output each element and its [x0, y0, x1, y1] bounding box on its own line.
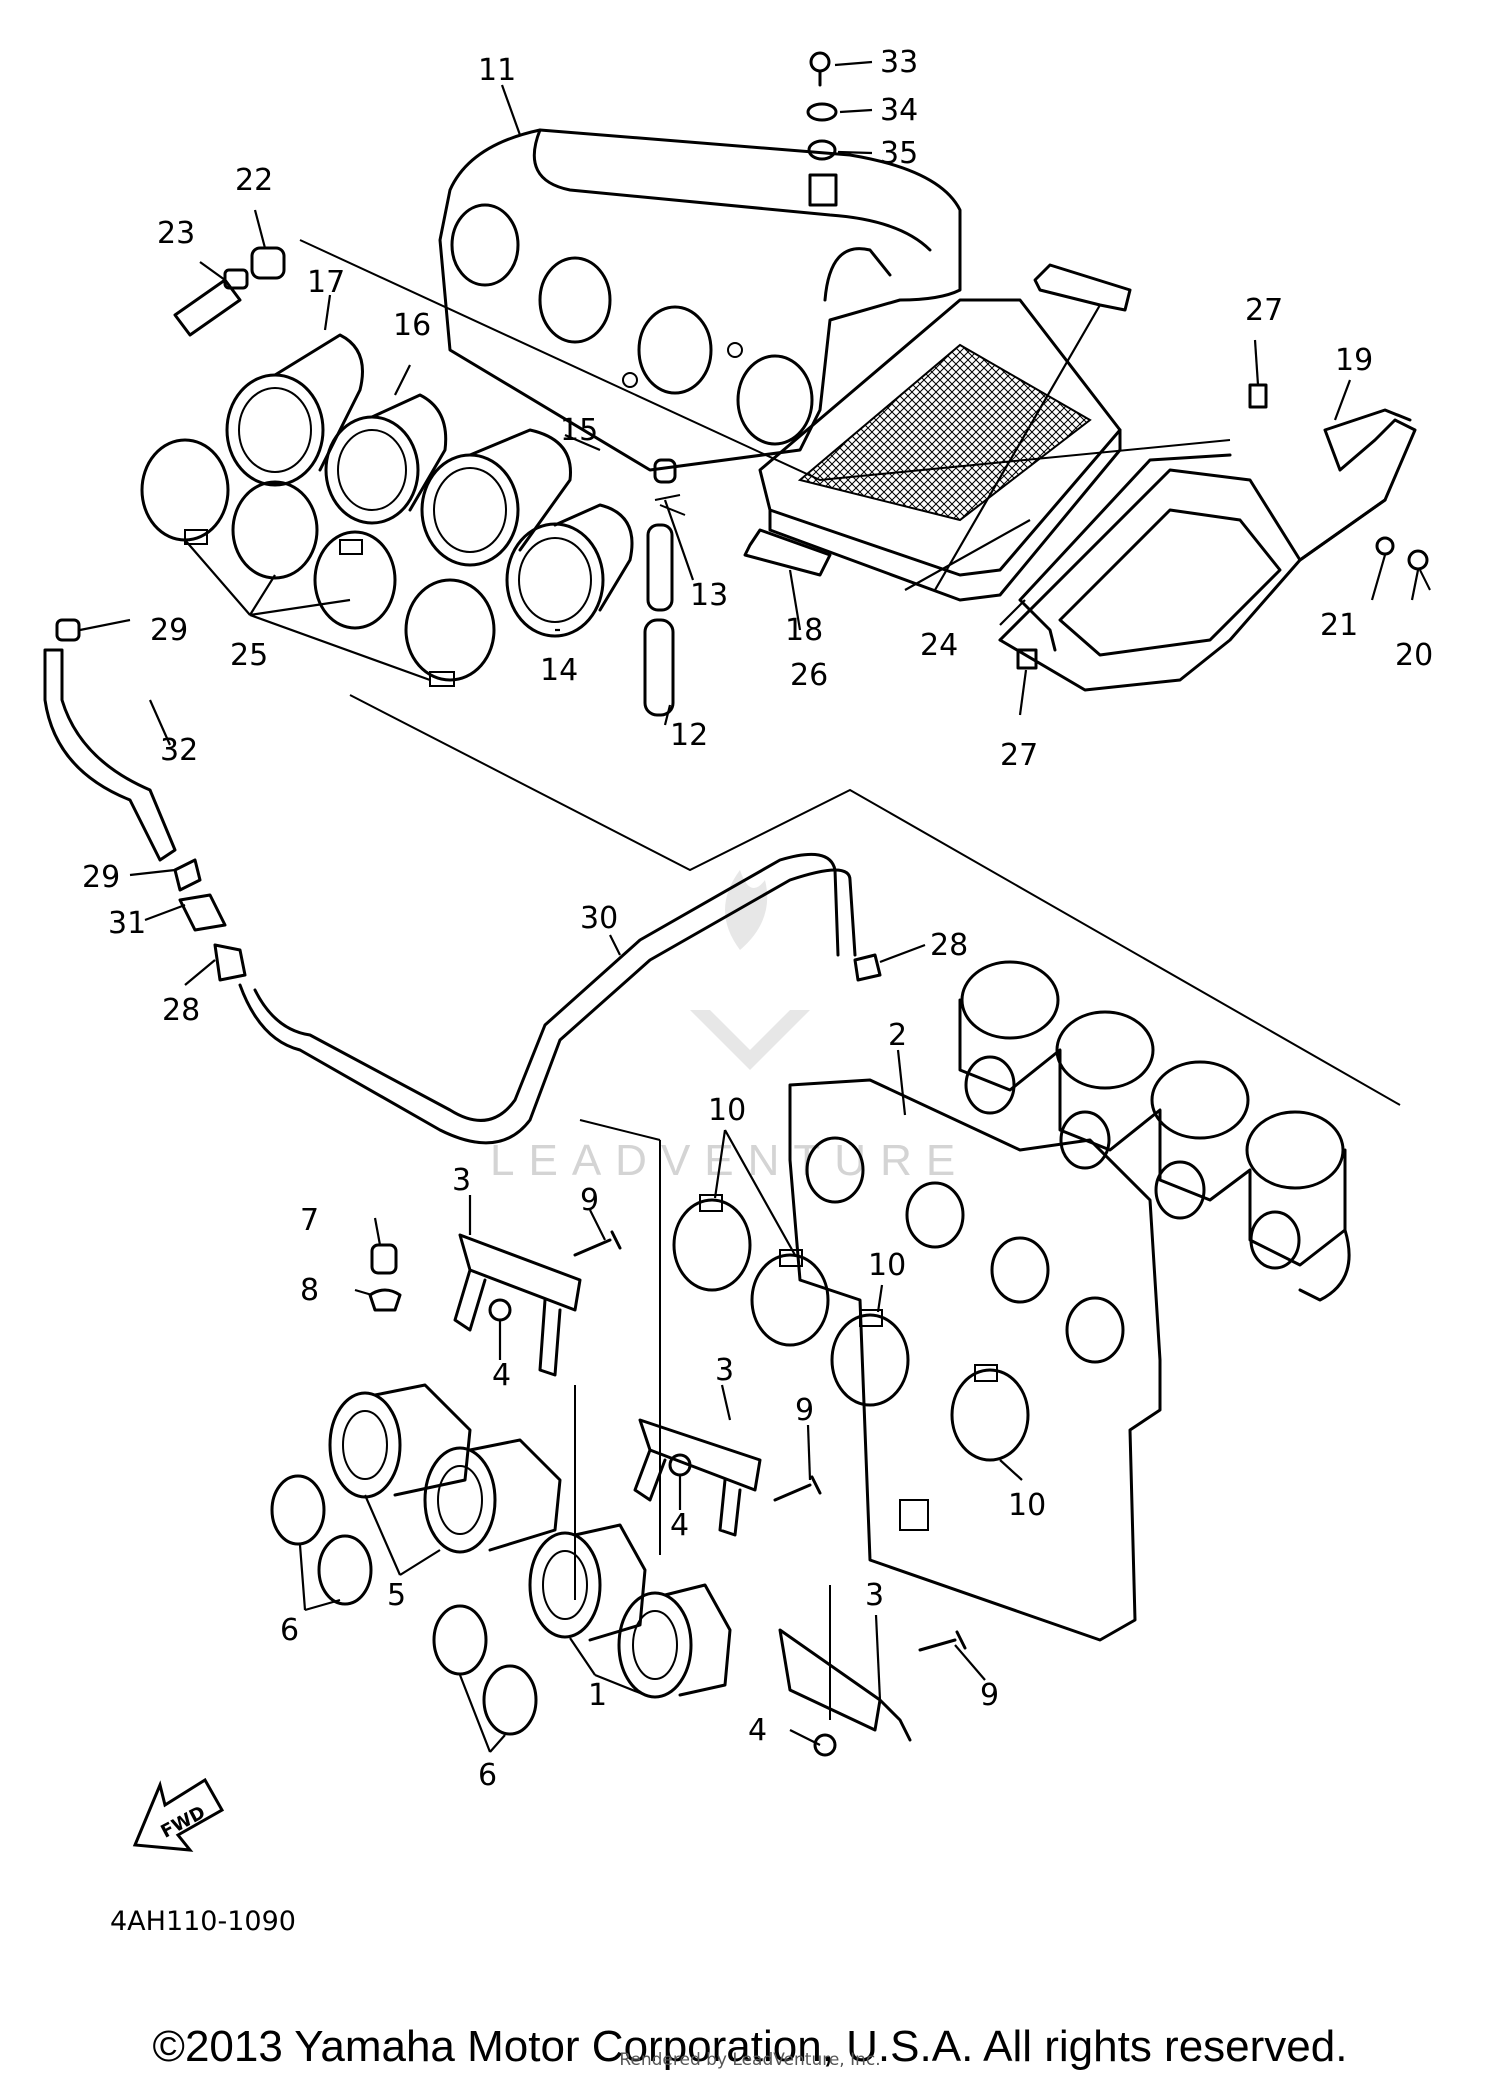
callout-4-mid: 4: [670, 1508, 689, 1543]
brackets: [453, 1233, 912, 1742]
watermark-text: LEADVENTURE: [490, 1136, 969, 1185]
lower-clamps: [672, 1194, 1030, 1462]
callout-14: 14: [540, 653, 578, 688]
callout-10-mid: 10: [868, 1248, 906, 1283]
carburetor-joints: [225, 333, 634, 638]
callout-8: 8: [300, 1273, 319, 1308]
callout-1: 1: [588, 1678, 607, 1713]
upper-clamps: [140, 438, 496, 687]
callout-9-mid: 9: [795, 1393, 814, 1428]
fwd-arrow-icon: FWD: [132, 1777, 225, 1852]
callout-4-top: 4: [492, 1358, 511, 1393]
diagram-code: 4AH110-1090: [110, 1906, 296, 1937]
callout-6-left: 6: [280, 1613, 299, 1648]
callout-10-top: 10: [708, 1093, 746, 1128]
callout-32: 32: [160, 733, 198, 768]
callout-labels: 11 33 34 35 22 23 17 16 15 27 19 13 29 2…: [82, 45, 1433, 1793]
lower-joints: [328, 1383, 732, 1699]
rendered-by-note: Rendered by LeadVenture, Inc.: [619, 2050, 881, 2070]
vacuum-cap: [368, 1243, 402, 1312]
callout-22: 22: [235, 163, 273, 198]
grommet-upper: [1248, 383, 1268, 409]
callout-3-top: 3: [452, 1163, 471, 1198]
callout-3-bottom: 3: [865, 1578, 884, 1613]
breather-pipe: [643, 458, 686, 717]
leader-lines: [79, 60, 1420, 1753]
callout-26: 26: [790, 658, 828, 693]
callout-28-right: 28: [930, 928, 968, 963]
callout-27-bottom: 27: [1000, 738, 1038, 773]
callout-21: 21: [1320, 608, 1358, 643]
callout-23: 23: [157, 216, 195, 251]
cover-screw-and-washer: [1375, 536, 1431, 591]
callout-12: 12: [670, 718, 708, 753]
o-rings: [270, 1474, 538, 1736]
holder-brackets: [743, 263, 1132, 577]
drain-cap-and-hose: [173, 246, 286, 337]
callout-24: 24: [920, 628, 958, 663]
long-vent-hose-inner: [253, 852, 840, 1122]
gasket: [1018, 453, 1232, 652]
left-hose-assembly: [43, 618, 247, 982]
callout-7: 7: [300, 1203, 319, 1238]
callout-17: 17: [307, 265, 345, 300]
assembly-lines: [299, 239, 1401, 1720]
callout-29-top: 29: [150, 613, 188, 648]
case-bolt-set: [806, 51, 838, 207]
carburetor-assembly: [958, 960, 1351, 1302]
callout-18: 18: [785, 613, 823, 648]
hose-clip-right: [853, 953, 882, 982]
watermark-logo: [690, 870, 810, 1070]
screws: [488, 1230, 967, 1757]
callout-9-bottom: 9: [980, 1678, 999, 1713]
callout-33: 33: [880, 45, 918, 80]
grommet-lower: [1016, 648, 1038, 670]
long-vent-hose: [238, 868, 857, 1145]
callout-15: 15: [560, 413, 598, 448]
intake-plate: [788, 1078, 1162, 1642]
callout-13: 13: [690, 578, 728, 613]
callout-34: 34: [880, 93, 918, 128]
callout-20: 20: [1395, 638, 1433, 673]
callout-29-bottom: 29: [82, 860, 120, 895]
callout-35: 35: [880, 136, 918, 171]
callout-28-left: 28: [162, 993, 200, 1028]
callout-30: 30: [580, 901, 618, 936]
callout-27-top: 27: [1245, 293, 1283, 328]
callout-5: 5: [387, 1578, 406, 1613]
air-filter-element: [758, 298, 1122, 602]
callout-11: 11: [478, 53, 516, 88]
callout-31: 31: [108, 906, 146, 941]
callout-25: 25: [230, 638, 268, 673]
callout-9-top: 9: [580, 1183, 599, 1218]
air-filter-case: [438, 128, 962, 472]
callout-3-mid: 3: [715, 1353, 734, 1388]
air-filter-cover: [998, 408, 1417, 692]
callout-16: 16: [393, 308, 431, 343]
callout-2: 2: [888, 1018, 907, 1053]
callout-19: 19: [1335, 343, 1373, 378]
copyright-notice: ©2013 Yamaha Motor Corporation, U.S.A. A…: [152, 2022, 1348, 2071]
callout-10-bottom: 10: [1008, 1488, 1046, 1523]
callout-4-bottom: 4: [748, 1713, 767, 1748]
callout-6-bottom: 6: [478, 1758, 497, 1793]
